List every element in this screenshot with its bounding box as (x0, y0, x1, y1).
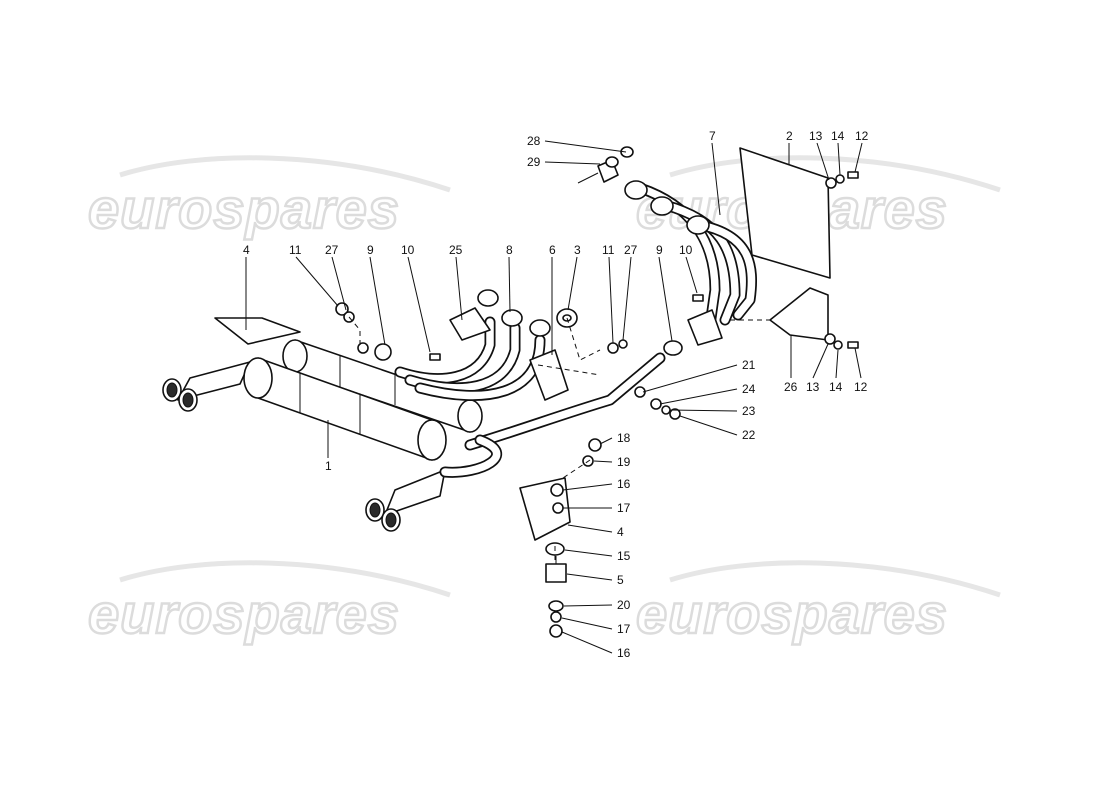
muffler-upper (282, 339, 483, 433)
callout-19: 19 (617, 455, 631, 469)
callout-4: 4 (243, 243, 250, 257)
callout-27: 27 (624, 243, 638, 257)
callout-11: 11 (602, 243, 615, 257)
watermark-text: eurospares (88, 177, 400, 240)
callout-labels: 28 29 7 2 13 14 12 4 11 27 9 10 25 8 6 3… (243, 129, 869, 660)
bracket-26 (769, 287, 829, 341)
callout-12: 12 (855, 129, 869, 143)
callout-9: 9 (367, 243, 374, 257)
callout-2: 2 (786, 129, 793, 143)
callout-3: 3 (574, 243, 581, 257)
mount-stack (519, 438, 602, 638)
callout-22: 22 (742, 428, 756, 442)
hardware (335, 171, 859, 420)
muffler-lower (243, 357, 447, 461)
callout-24: 24 (742, 382, 756, 396)
flange-25 (449, 307, 491, 341)
heat-shield-6 (529, 349, 569, 401)
watermark-bottom-left: eurospares (87, 560, 451, 646)
tailpipes-left (162, 361, 251, 412)
callout-12: 12 (854, 380, 868, 394)
callout-17: 17 (617, 501, 631, 515)
callout-1: 1 (325, 459, 332, 473)
callout-15: 15 (617, 549, 631, 563)
watermark-bottom-right: eurospares (635, 560, 1001, 646)
callout-17: 17 (617, 622, 631, 636)
callout-21: 21 (742, 358, 756, 372)
callout-23: 23 (742, 404, 756, 418)
callout-27: 27 (325, 243, 339, 257)
callout-16: 16 (617, 477, 631, 491)
callout-4: 4 (617, 525, 624, 539)
callout-13: 13 (806, 380, 820, 394)
callout-28: 28 (527, 134, 541, 148)
exhaust-pipes (394, 289, 666, 478)
callout-9: 9 (656, 243, 663, 257)
callout-20: 20 (617, 598, 631, 612)
callout-25: 25 (449, 243, 463, 257)
watermark-top-left: eurospares (87, 155, 451, 241)
leader-lines (245, 140, 863, 654)
heat-shield-2 (739, 147, 831, 279)
callout-8: 8 (506, 243, 513, 257)
callout-7: 7 (709, 129, 716, 143)
sensor-cable (577, 146, 634, 184)
callout-29: 29 (527, 155, 541, 169)
callout-18: 18 (617, 431, 631, 445)
callout-14: 14 (831, 129, 845, 143)
tailpipes-bottom (365, 469, 446, 532)
callout-10: 10 (401, 243, 415, 257)
watermark-text: eurospares (636, 582, 948, 645)
right-header-assembly (624, 147, 831, 346)
callout-11: 11 (289, 243, 302, 257)
assembly-lines (348, 316, 770, 560)
callout-10: 10 (679, 243, 693, 257)
muffler-assembly (162, 317, 483, 532)
callout-14: 14 (829, 380, 843, 394)
mount-bracket-left (214, 317, 301, 345)
callout-26: 26 (784, 380, 798, 394)
callout-16: 16 (617, 646, 631, 660)
callout-13: 13 (809, 129, 823, 143)
callout-6: 6 (549, 243, 556, 257)
callout-5: 5 (617, 573, 624, 587)
watermark-text: eurospares (88, 582, 400, 645)
